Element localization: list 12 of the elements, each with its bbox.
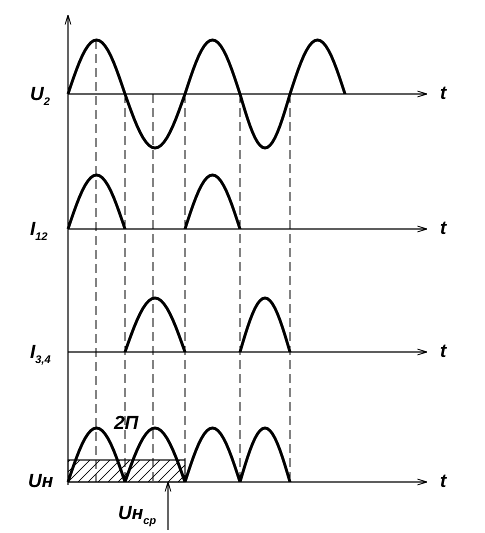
- signal-label: Uн: [28, 472, 54, 491]
- leader-line: [164, 482, 172, 530]
- axis-label: t: [440, 84, 446, 103]
- signal-label: I$_{12}$: [30, 220, 48, 243]
- signal-label: I$_{3,4}$: [30, 343, 51, 366]
- signal-label: U$_{2}$: [30, 85, 50, 108]
- axis-label: t: [440, 342, 446, 361]
- axis-label: t: [440, 472, 446, 491]
- axis-label: t: [440, 219, 446, 238]
- hatched-area: [67, 459, 186, 483]
- average-voltage-label: Uн$_{ср}$: [118, 504, 156, 527]
- signal-label: 2П: [114, 414, 138, 433]
